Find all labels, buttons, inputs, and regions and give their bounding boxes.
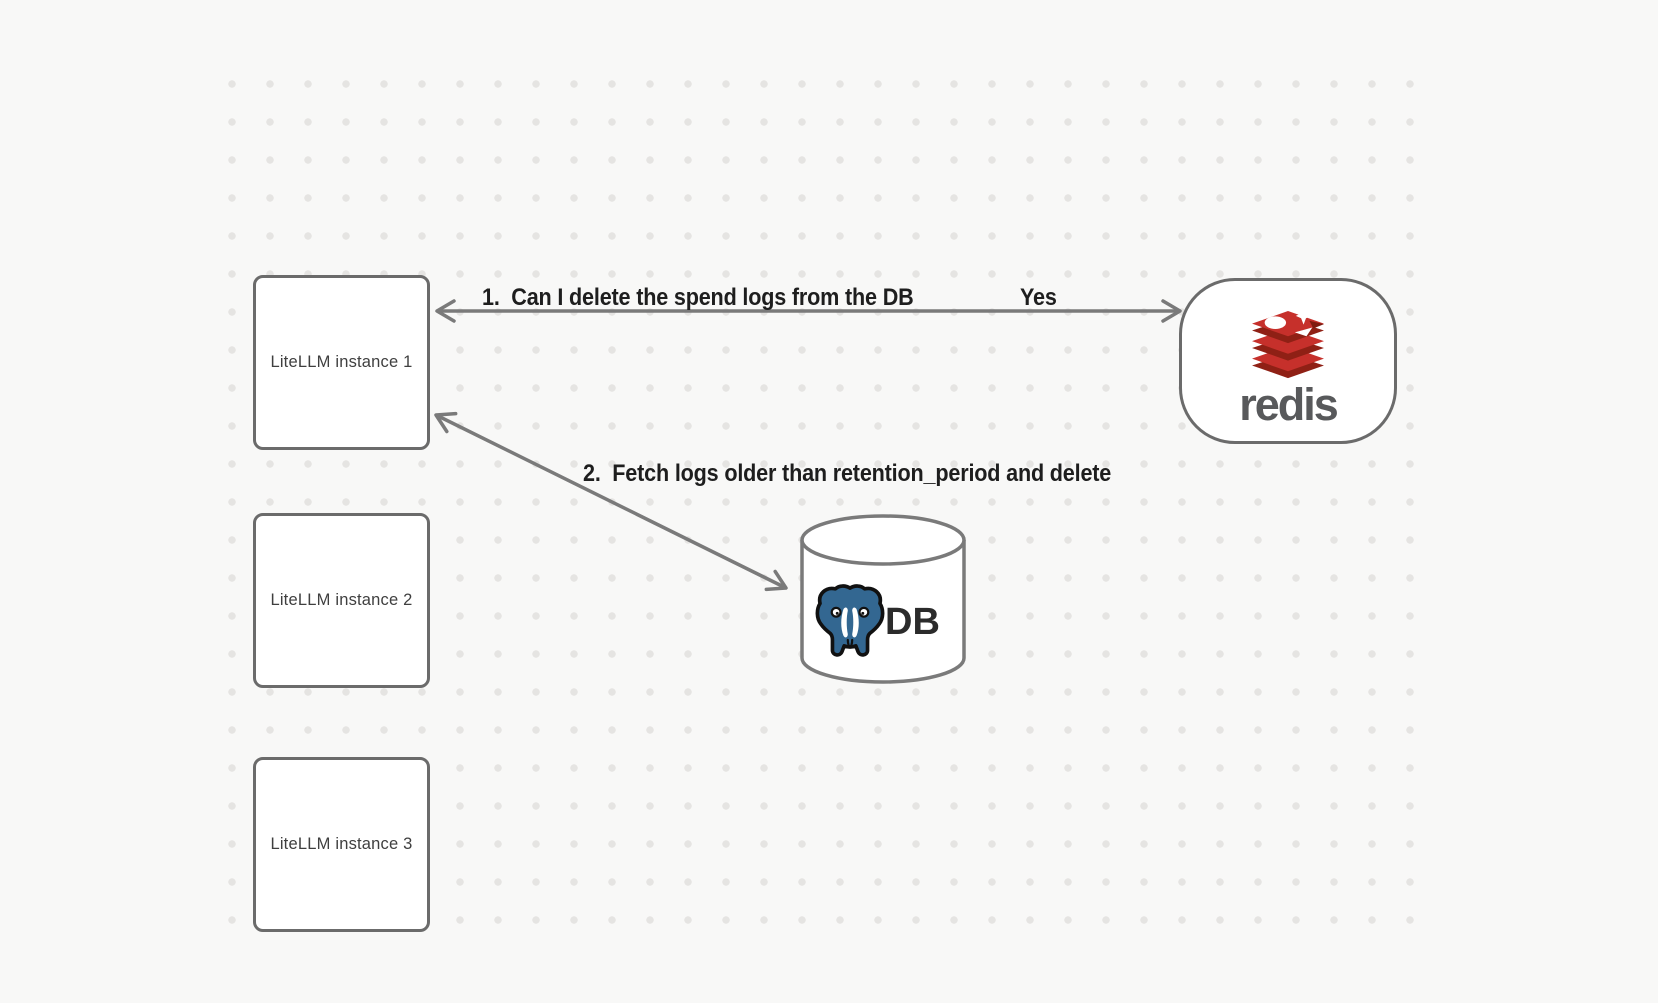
node-database[interactable]: DB xyxy=(799,513,967,685)
node-redis[interactable]: redis xyxy=(1179,278,1397,444)
postgres-elephant-icon xyxy=(815,584,885,657)
node-litellm-instance-2[interactable]: LiteLLM instance 2 xyxy=(253,513,430,688)
annotation-step1: 1. Can I delete the spend logs from the … xyxy=(482,284,914,311)
annotation-step2: 2. Fetch logs older than retention_perio… xyxy=(583,460,1112,487)
db-label: DB xyxy=(885,601,940,643)
redis-logo-icon xyxy=(1252,311,1324,379)
annotation-step1-answer: Yes xyxy=(1020,284,1057,311)
node-litellm-instance-1[interactable]: LiteLLM instance 1 xyxy=(253,275,430,450)
node-label: LiteLLM instance 1 xyxy=(270,353,413,371)
node-label: LiteLLM instance 3 xyxy=(270,835,413,853)
node-label: LiteLLM instance 2 xyxy=(270,591,413,609)
redis-wordmark: redis xyxy=(1239,379,1339,430)
node-litellm-instance-3[interactable]: LiteLLM instance 3 xyxy=(253,757,430,932)
